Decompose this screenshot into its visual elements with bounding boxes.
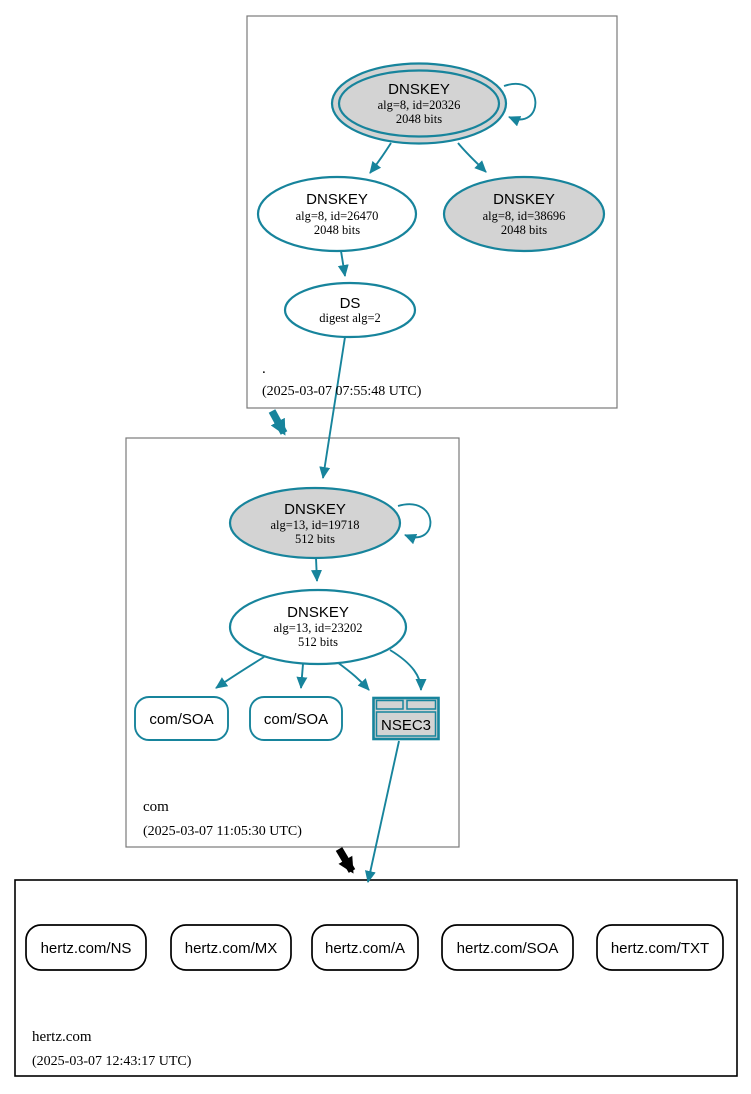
node-hertz-txt-shape[interactable] — [596, 924, 724, 971]
node-com-soa-2[interactable]: com/SOA — [249, 696, 343, 741]
zone-box-hertz — [14, 879, 738, 1077]
node-com-dnskey-zsk[interactable]: DNSKEY alg=13, id=23202 512 bits — [228, 588, 408, 666]
edge-delegation-root-to-com — [268, 409, 288, 436]
node-com-nsec3-cell-main — [375, 711, 437, 737]
node-hertz-soa[interactable]: hertz.com/SOA — [441, 924, 574, 971]
edge-root-ksk-self-sign — [503, 83, 537, 127]
node-root-dnskey-ksk-title: DNSKEY — [388, 81, 450, 98]
edge-com-ksk-self-sign — [397, 503, 432, 545]
node-com-soa-2-shape[interactable] — [249, 696, 343, 741]
zone-timestamp-root: (2025-03-07 07:55:48 UTC) — [262, 384, 422, 399]
edge-root-zsk-to-ds — [337, 250, 349, 277]
node-hertz-a-label: hertz.com/A — [325, 940, 405, 957]
node-com-dnskey-ksk[interactable]: DNSKEY alg=13, id=19718 512 bits — [228, 486, 402, 560]
node-com-dnskey-zsk-title: DNSKEY — [287, 604, 349, 621]
zone-timestamp-hertz: (2025-03-07 12:43:17 UTC) — [32, 1054, 192, 1069]
node-hertz-ns-label: hertz.com/NS — [41, 940, 132, 957]
node-hertz-ns[interactable]: hertz.com/NS — [25, 924, 147, 971]
zone-box-root — [246, 15, 618, 409]
node-hertz-a-shape[interactable] — [311, 924, 419, 971]
node-hertz-a[interactable]: hertz.com/A — [311, 924, 419, 971]
node-root-dnskey-38696-title: DNSKEY — [493, 191, 555, 208]
node-com-dnskey-ksk-title: DNSKEY — [284, 501, 346, 518]
node-hertz-mx-shape[interactable] — [170, 924, 292, 971]
edge-com-zsk-to-nsec3-left — [336, 661, 370, 691]
node-com-dnskey-zsk-size: 512 bits — [298, 635, 338, 649]
node-root-ds-shape[interactable] — [283, 281, 417, 339]
node-root-ds-title: DS — [340, 295, 361, 312]
node-root-dnskey-ksk-size: 2048 bits — [396, 112, 442, 126]
node-com-nsec3-cell-left — [375, 699, 404, 710]
node-root-dnskey-38696[interactable]: DNSKEY alg=8, id=38696 2048 bits — [442, 175, 606, 253]
node-com-dnskey-zsk-shape[interactable] — [228, 588, 408, 666]
edge-com-zsk-to-nsec3-right — [389, 649, 427, 691]
node-root-dnskey-38696-detail: alg=8, id=38696 — [483, 209, 566, 223]
zone-label-root: . — [262, 361, 266, 377]
node-com-nsec3-label: NSEC3 — [381, 717, 431, 734]
node-root-ds-detail: digest alg=2 — [319, 311, 381, 325]
node-root-dnskey-zsk-title: DNSKEY — [306, 191, 368, 208]
node-hertz-mx-label: hertz.com/MX — [185, 940, 278, 957]
edge-nsec3-to-hertz — [364, 740, 400, 883]
node-com-nsec3-cell-right — [406, 699, 437, 710]
edge-com-zsk-to-soa1 — [215, 656, 265, 689]
edge-com-zsk-to-soa2 — [296, 663, 308, 689]
node-root-ds[interactable]: DS digest alg=2 — [283, 281, 417, 339]
node-com-dnskey-zsk-detail: alg=13, id=23202 — [273, 621, 362, 635]
node-root-dnskey-zsk-detail: alg=8, id=26470 — [296, 209, 379, 223]
node-root-dnskey-38696-size: 2048 bits — [501, 223, 547, 237]
zone-label-com: com — [143, 799, 169, 815]
node-root-dnskey-zsk-size: 2048 bits — [314, 223, 360, 237]
node-com-soa-1[interactable]: com/SOA — [134, 696, 229, 741]
node-com-soa-1-label: com/SOA — [149, 711, 213, 728]
node-com-dnskey-ksk-size: 512 bits — [295, 532, 335, 546]
node-root-dnskey-ksk[interactable]: DNSKEY alg=8, id=20326 2048 bits — [330, 62, 508, 145]
node-root-dnskey-zsk-shape[interactable] — [256, 175, 418, 253]
node-hertz-txt-label: hertz.com/TXT — [611, 940, 709, 957]
node-hertz-mx[interactable]: hertz.com/MX — [170, 924, 292, 971]
node-hertz-soa-label: hertz.com/SOA — [457, 940, 559, 957]
zone-box-com — [125, 437, 460, 848]
node-com-dnskey-ksk-detail: alg=13, id=19718 — [270, 518, 359, 532]
node-hertz-txt[interactable]: hertz.com/TXT — [596, 924, 724, 971]
node-root-dnskey-ksk-detail: alg=8, id=20326 — [378, 98, 461, 112]
edge-com-ksk-to-zsk — [311, 557, 323, 582]
node-hertz-ns-shape[interactable] — [25, 924, 147, 971]
edge-root-ksk-to-zsk — [369, 142, 392, 174]
node-root-dnskey-38696-shape[interactable] — [442, 175, 606, 253]
node-com-dnskey-ksk-shape[interactable] — [228, 486, 402, 560]
edge-root-ksk-to-key38696 — [457, 142, 487, 173]
edge-ds-to-com-ksk — [319, 336, 346, 479]
zone-timestamp-com: (2025-03-07 11:05:30 UTC) — [143, 824, 302, 839]
node-com-nsec3[interactable]: NSEC3 — [372, 696, 440, 741]
edge-delegation-com-to-hertz — [335, 847, 356, 874]
node-com-soa-2-label: com/SOA — [264, 711, 328, 728]
node-root-dnskey-zsk[interactable]: DNSKEY alg=8, id=26470 2048 bits — [256, 175, 418, 253]
zone-label-hertz: hertz.com — [32, 1029, 92, 1045]
node-root-dnskey-ksk-shape[interactable] — [337, 69, 501, 138]
node-hertz-soa-shape[interactable] — [441, 924, 574, 971]
node-com-soa-1-shape[interactable] — [134, 696, 229, 741]
